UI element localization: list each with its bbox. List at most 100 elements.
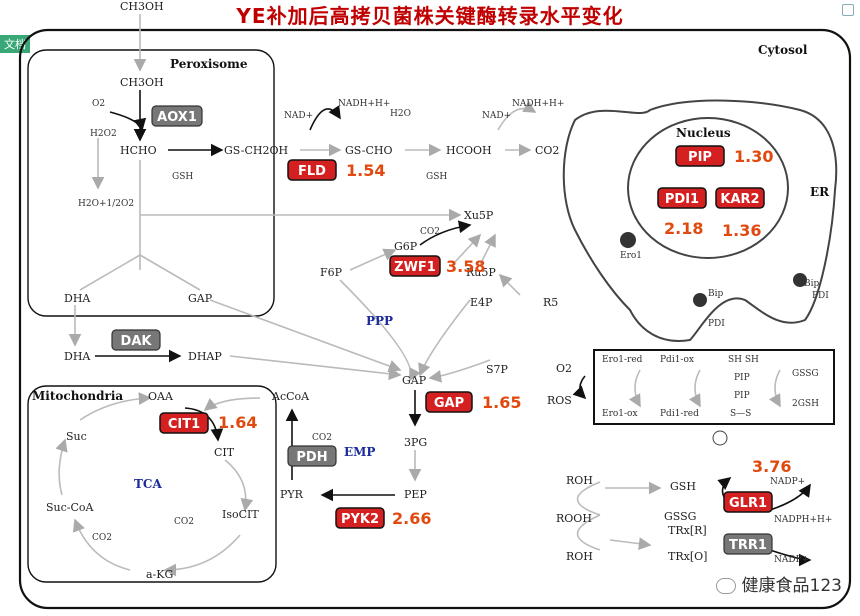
met-co2-e: CO2 [174,517,194,527]
cytosol-border [18,28,852,610]
enzyme-glr1[interactable]: GLR1 [723,491,773,513]
wechat-icon [715,578,736,594]
svg-text:AOX1: AOX1 [157,110,197,125]
pathway-emp: EMP [344,445,375,459]
enzyme-pyk2[interactable]: PYK2 [335,507,385,529]
vesicle [712,430,728,446]
met-dhap: DHAP [188,350,222,363]
bip-blob-b [793,273,807,287]
svg-text:CIT1: CIT1 [168,417,200,432]
met-gsh-a: GSH [172,172,193,182]
met-3pg: 3PG [404,436,427,449]
bip-blob-a [693,293,707,307]
ero1-blob [620,232,636,248]
met-gap-b: GAP [402,374,427,387]
met-gs-cho: GS-CHO [345,144,392,157]
met-s7p: S7P [486,363,509,376]
er-sh-sh: SH SH [728,355,759,365]
ero1-label: Ero1 [620,251,642,261]
met-nadp-a: NADP+ [770,477,805,487]
met-hcooh: HCOOH [446,144,492,157]
er-ros: ROS [547,394,572,407]
svg-text:KAR2: KAR2 [720,192,759,207]
svg-text:FLD: FLD [298,164,326,179]
peroxisome-border [27,49,275,317]
er-o2: O2 [556,362,572,375]
enzyme-trr1[interactable]: TRR1 [723,533,773,555]
enzyme-kar2[interactable]: KAR2 [715,187,765,209]
enzyme-zwf1[interactable]: ZWF1 [389,255,441,277]
met-e4p: E4P [470,296,493,309]
corner-icon [842,4,854,16]
bip-label-a: Bip [708,289,723,299]
pdi-label-b: PDI [812,291,829,301]
pdi-label-a: PDI [708,319,725,329]
svg-text:PYK2: PYK2 [341,512,379,527]
value-gap: 1.65 [482,393,521,412]
met-nadh-a: NADH+H+ [338,99,390,109]
value-cit1: 1.64 [218,413,257,432]
svg-text:PIP: PIP [688,150,712,165]
met-trxr: TRx[R] [668,524,707,537]
er-pdi1-ox: Pdi1-ox [660,355,694,365]
value-kar2: 1.36 [722,221,761,240]
er-s-s: S—S [730,409,751,419]
enzyme-dak[interactable]: DAK [111,329,161,351]
svg-text:GLR1: GLR1 [729,496,767,511]
met-r5: R5 [543,296,558,309]
enzyme-pdh[interactable]: PDH [287,445,337,467]
met-nadph: NADPH+H+ [774,515,832,525]
svg-text:TRR1: TRR1 [729,538,767,553]
met-ch3oh: CH3OH [120,76,164,89]
met-gs-ch2oh: GS-CH2OH [224,144,288,157]
met-gsh-b: GSH [426,172,447,182]
met-oaa: OAA [148,390,174,403]
met-h2o2: H2O2 [90,129,117,139]
mitochondria-border [27,385,277,583]
met-f6p: F6P [320,266,343,279]
value-glr1: 3.76 [752,457,791,476]
pathway-tca: TCA [134,477,162,491]
page-title: YE补加后高拷贝菌株关键酶转录水平变化 [236,4,624,28]
value-pip: 1.30 [734,147,773,166]
enzyme-pip[interactable]: PIP [675,145,725,167]
enzyme-aox1[interactable]: AOX1 [151,105,203,127]
met-co2-c: CO2 [312,433,332,443]
mitochondria-label: Mitochondria [32,389,123,403]
svg-text:GAP: GAP [434,396,464,411]
er-label: ER [810,185,830,199]
er-pip-b: PIP [734,391,750,401]
met-roh-b: ROH [566,550,593,563]
met-pep: PEP [404,488,427,501]
met-succoa: Suc-CoA [46,501,95,514]
met-ru5p: Ru5P [466,266,496,279]
value-pyk2: 2.66 [392,509,431,528]
met-ch3oh-top: CH3OH [120,0,164,13]
enzyme-gap[interactable]: GAP [425,391,473,413]
nucleus-label: Nucleus [676,126,731,140]
watermark-text: 健康食品123 [741,576,842,596]
met-co2-a: CO2 [535,144,559,157]
peroxisome-label: Peroxisome [170,57,248,71]
pathway-ppp: PPP [366,314,393,328]
met-co2-d: CO2 [92,533,112,543]
met-cit: CIT [214,446,235,459]
met-acoa: AcCoA [271,390,310,403]
met-o2: O2 [92,99,105,109]
value-pdi1: 2.18 [664,219,703,238]
met-co2-b: CO2 [420,227,440,237]
enzyme-cit1[interactable]: CIT1 [159,412,209,434]
met-trxo: TRx[O] [668,550,707,563]
er-gssg: GSSG [792,369,819,379]
enzyme-fld[interactable]: FLD [287,159,337,181]
enzyme-pdi1[interactable]: PDI1 [657,187,707,209]
er-pip-a: PIP [734,373,750,383]
met-isocit: IsoCIT [222,508,259,521]
met-hcho: HCHO [120,144,157,157]
svg-text:DAK: DAK [121,334,153,349]
er-outline [562,99,838,342]
svg-text:ZWF1: ZWF1 [394,260,436,275]
er-ero1-red: Ero1-red [602,355,643,365]
met-gap-a: GAP [188,292,213,305]
